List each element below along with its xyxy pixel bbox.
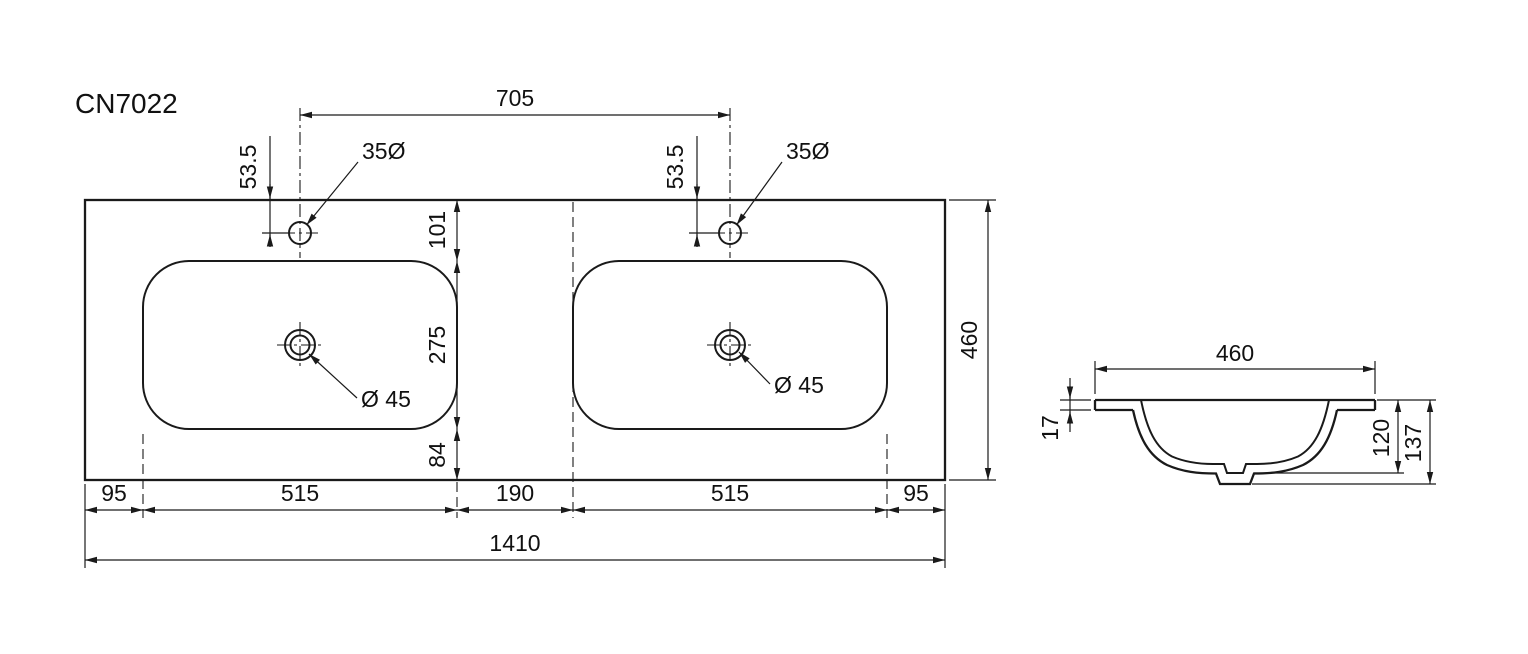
dim-margin-right: 95 — [903, 480, 929, 506]
dim-section-width: 460 — [1216, 340, 1254, 366]
dim-rim-thickness: 17 — [1037, 415, 1063, 441]
countertop-outline — [83, 198, 947, 482]
dim-basin-width-left: 515 — [281, 480, 319, 506]
dim-seg-basin: 275 — [424, 326, 450, 364]
basin-right-outline — [572, 260, 888, 430]
section-bowl-outer — [1131, 409, 1339, 486]
dim-basin-gap: 190 — [496, 480, 534, 506]
dim-drain-dia-right: Ø 45 — [774, 372, 824, 398]
dim-faucet-offset-right: 53.5 — [662, 145, 688, 190]
dim-seg-bottom: 84 — [424, 442, 450, 468]
section-view: 460 17 120 137 — [1037, 340, 1436, 486]
dim-drain-dia-left: Ø 45 — [361, 386, 411, 412]
leader-faucet-dia-left — [306, 161, 359, 226]
dim-faucet-spacing: 705 — [496, 85, 534, 111]
leader-drain-dia-right — [738, 351, 771, 385]
dim-depth-total-section: 137 — [1400, 424, 1426, 462]
dim-width-total: 1410 — [489, 530, 540, 556]
dim-depth-total: 460 — [956, 321, 982, 359]
dim-margin-left: 95 — [101, 480, 127, 506]
dim-seg-top: 101 — [424, 211, 450, 249]
leader-drain-dia-left — [308, 353, 358, 399]
dim-faucet-dia-left: 35Ø — [362, 138, 406, 164]
dim-faucet-offset-left: 53.5 — [235, 145, 261, 190]
dim-depth-inner: 120 — [1368, 419, 1394, 457]
plan-view: 705 53.5 53.5 35Ø 35Ø Ø 45 Ø 45 101 275 … — [83, 85, 996, 568]
model-number: CN7022 — [75, 88, 178, 119]
section-bowl-inner — [1140, 399, 1330, 474]
leader-faucet-dia-right — [736, 161, 783, 226]
dim-faucet-dia-right: 35Ø — [786, 138, 830, 164]
dim-basin-width-right: 515 — [711, 480, 749, 506]
